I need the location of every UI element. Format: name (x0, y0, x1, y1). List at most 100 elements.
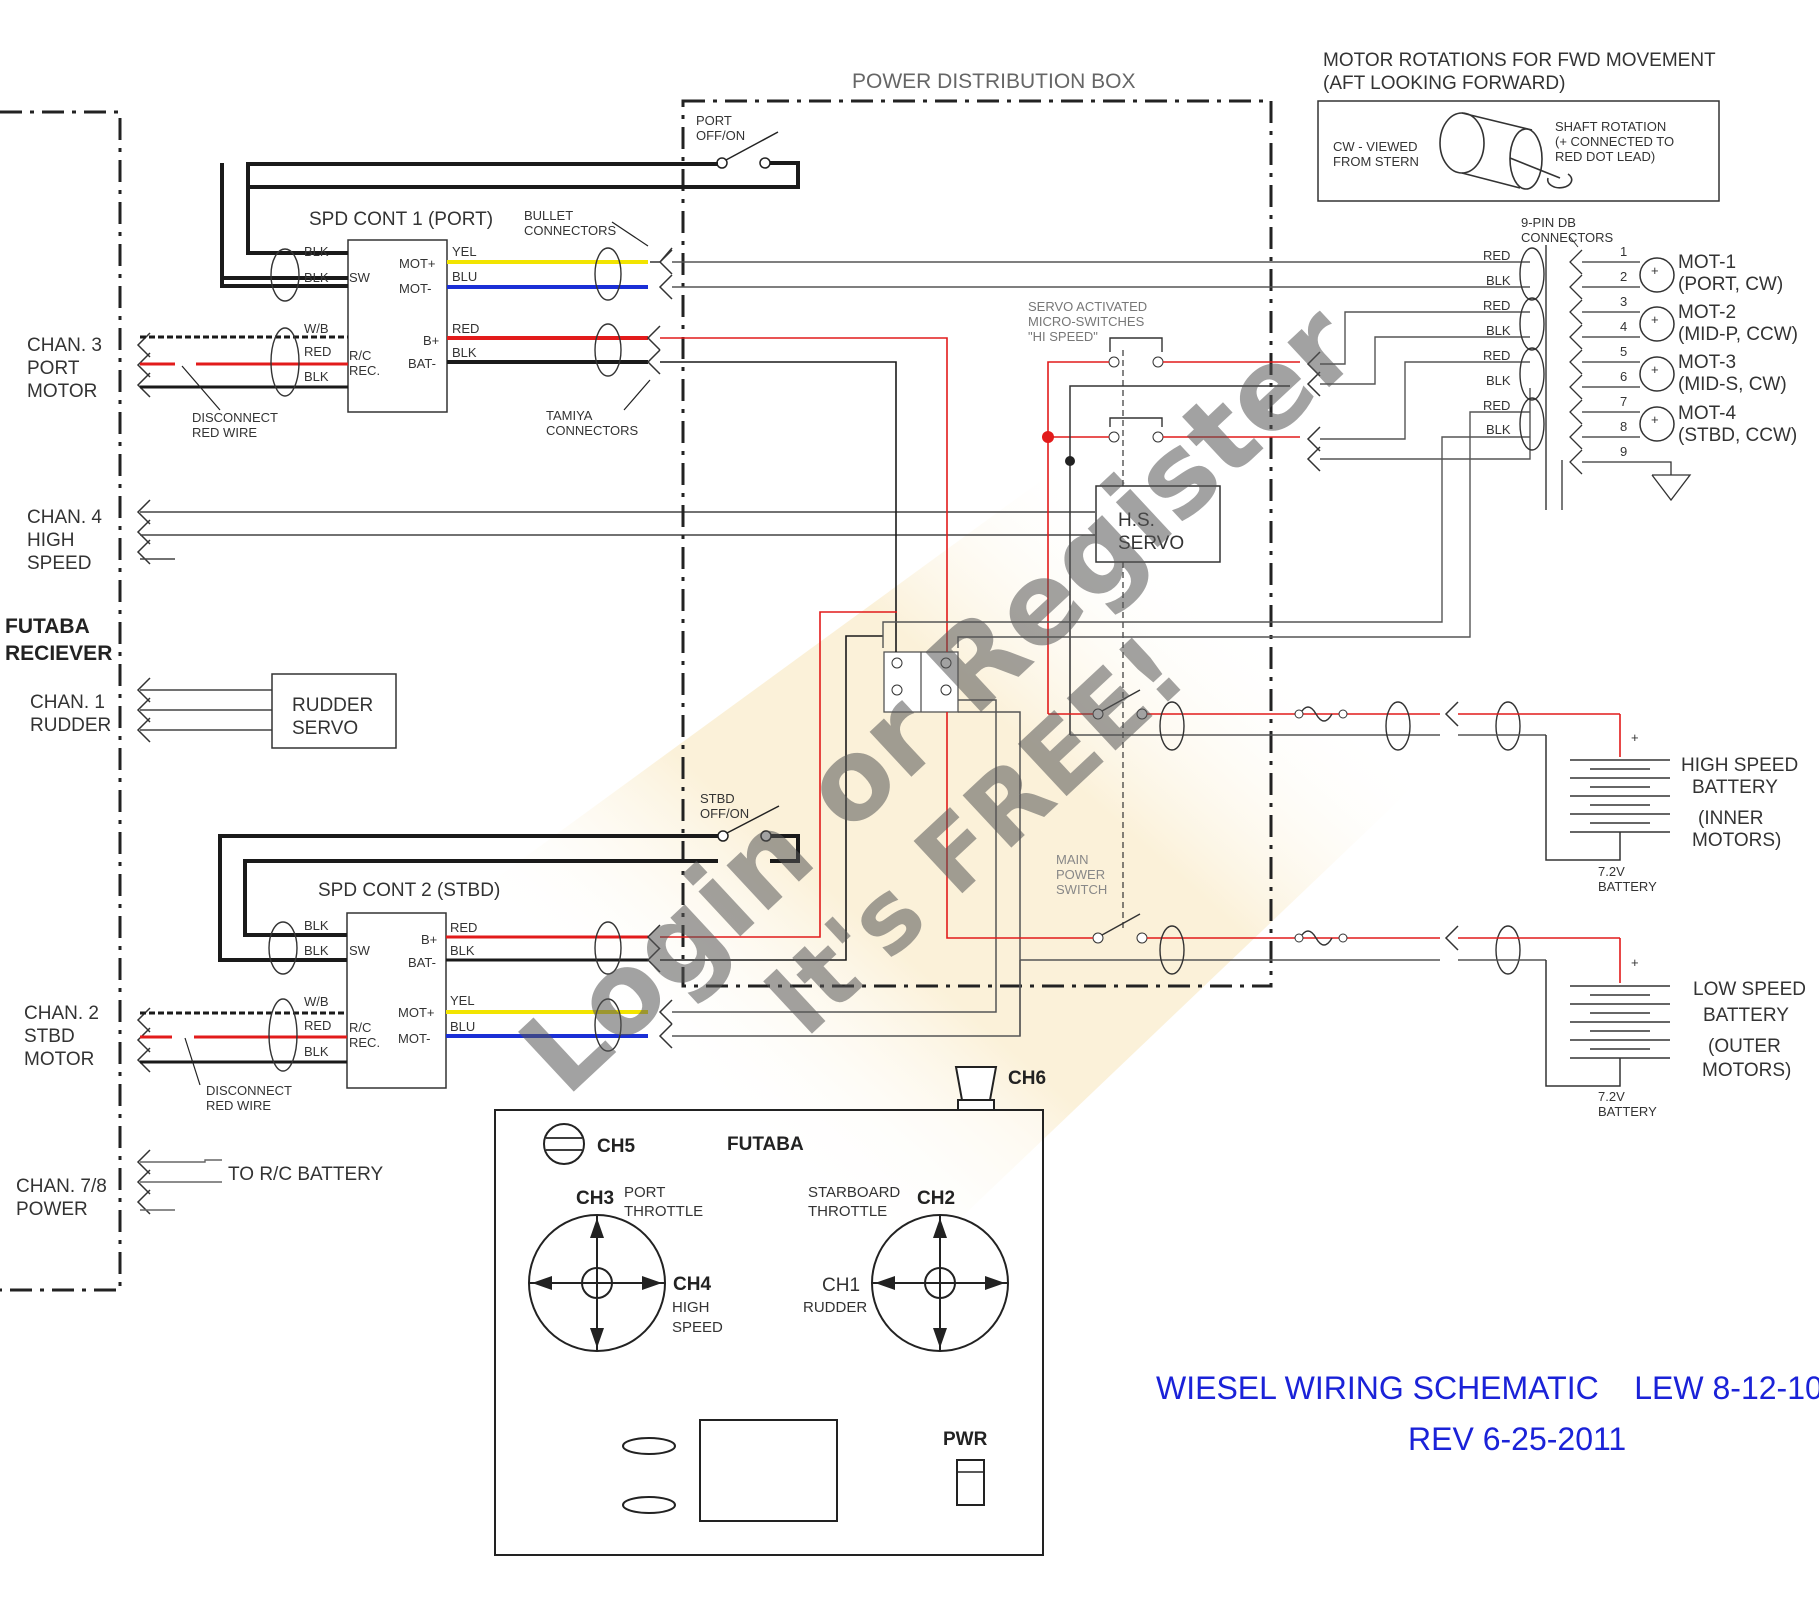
internal-wiring (660, 261, 1620, 1037)
left-stick-gimbal (528, 1214, 666, 1352)
spd2-wire-yel: YEL (450, 993, 475, 1008)
chan2-label-2: STBD (24, 1026, 75, 1047)
motor-1: + MOT-1 (PORT, CW) (1639, 252, 1783, 295)
hs-servo-label-2: SERVO (1118, 533, 1184, 554)
high-speed-2: SPEED (672, 1319, 723, 1336)
chan1-wires (140, 689, 272, 731)
trim-switch-2 (622, 1496, 676, 1514)
db-wire-color-3: RED (1483, 298, 1510, 313)
spd2-b-plus: B+ (421, 932, 437, 947)
spd2-rec: REC. (349, 1035, 380, 1050)
chan2-label-1: CHAN. 2 (24, 1003, 99, 1024)
chan3-label-3: MOTOR (27, 381, 97, 402)
db-pin-1: 1 (1620, 244, 1627, 259)
chan4-wires (140, 511, 1095, 560)
spd2-pin-3: W/B (304, 994, 329, 1009)
chan78-wires (140, 1159, 222, 1211)
futaba-receiver: FUTABA RECIEVER CHAN. 3 PORT MOTOR CHAN.… (0, 110, 1095, 1292)
low-battery-volt-1: 7.2V (1598, 1089, 1625, 1104)
db-wire-color-8: BLK (1486, 422, 1511, 437)
db-pin-7: 7 (1620, 394, 1627, 409)
micro-switch-label-3: "HI SPEED" (1028, 329, 1098, 344)
db-wire-color-7: RED (1483, 398, 1510, 413)
db-pin-3: 3 (1620, 294, 1627, 309)
ch4-label: CH4 (673, 1274, 711, 1295)
high-battery-label-1: HIGH SPEED (1681, 755, 1798, 776)
port-switch-label-1: PORT (696, 113, 732, 128)
distribution-box-title: POWER DISTRIBUTION BOX (852, 70, 1136, 93)
shaft-rotation-3: RED DOT LEAD) (1555, 149, 1655, 164)
micro-switch-label-1: SERVO ACTIVATED (1028, 299, 1147, 314)
spd1-rec: REC. (349, 363, 380, 378)
db-pin-9: 9 (1620, 444, 1627, 459)
speed-controller-2: SPD CONT 2 (STBD) BLK BLK W/B RED BLK SW… (140, 834, 800, 1113)
high-battery-volt-2: BATTERY (1598, 879, 1657, 894)
shaft-rotation-1: SHAFT ROTATION (1555, 119, 1666, 134)
db-connector: 9-PIN DB CONNECTORS RED BLK RED BLK RED … (1483, 215, 1692, 510)
svg-text:+: + (1651, 362, 1659, 377)
chan2-label-3: MOTOR (24, 1049, 94, 1070)
db-wire-colors: RED BLK RED BLK RED BLK RED BLK (1483, 248, 1511, 437)
chan78-label-1: CHAN. 7/8 (16, 1176, 107, 1197)
shaft-rotation-2: (+ CONNECTED TO (1555, 134, 1674, 149)
cw-viewed-1: CW - VIEWED (1333, 139, 1418, 154)
motor-4-desc: (STBD, CCW) (1678, 425, 1797, 446)
receiver-title-1: FUTABA (5, 615, 90, 638)
trim-switch-1 (622, 1437, 676, 1455)
db-label-2: CONNECTORS (1521, 230, 1614, 245)
ch3-label: CH3 (576, 1188, 614, 1209)
db-wire-color-4: BLK (1486, 323, 1511, 338)
hs-servo-label-1: H.S. (1118, 510, 1155, 531)
ch5-label: CH5 (597, 1136, 635, 1157)
rudder-servo-label-1: RUDDER (292, 695, 373, 716)
db-pin-2: 2 (1620, 269, 1627, 284)
low-battery-label-4: MOTORS) (1702, 1060, 1791, 1081)
cw-viewed-2: FROM STERN (1333, 154, 1419, 169)
rudder-label: RUDDER (803, 1299, 867, 1316)
chan3-label-1: CHAN. 3 (27, 335, 102, 356)
right-stick-gimbal (871, 1214, 1009, 1352)
spd1-b-plus: B+ (423, 333, 439, 348)
spd1-bat-minus: BAT- (408, 356, 436, 371)
chan4-label-3: SPEED (27, 553, 91, 574)
spd1-pin-2: BLK (304, 270, 329, 285)
chan3-label-2: PORT (27, 358, 80, 379)
port-switch (716, 131, 779, 169)
hs-servo-box (1095, 485, 1221, 563)
rudder-servo-box (271, 673, 397, 749)
db-pin-8: 8 (1620, 419, 1627, 434)
low-speed-battery: + 7.2V BATTERY LOW SPEED BATTERY (OUTER … (1545, 938, 1806, 1119)
speed-controller-1: SPD CONT 1 (PORT) BLK BLK W/B RED BLK SW… (140, 161, 800, 440)
micro-switch-label-2: MICRO-SWITCHES (1028, 314, 1145, 329)
low-battery-plus: + (1631, 955, 1639, 970)
motor-rotation-note: MOTOR ROTATIONS FOR FWD MOVEMENT (AFT LO… (1317, 50, 1720, 202)
spd2-title: SPD CONT 2 (STBD) (318, 880, 500, 901)
to-rc-battery-label: TO R/C BATTERY (228, 1164, 384, 1185)
stbd-switch-label-1: STBD (700, 791, 735, 806)
spd2-mot-minus: MOT- (398, 1031, 431, 1046)
motor-2-desc: (MID-P, CCW) (1678, 324, 1798, 345)
port-throttle-1: PORT (624, 1184, 665, 1201)
spd2-rc: R/C (349, 1020, 371, 1035)
spd2-pin-2: BLK (304, 943, 329, 958)
power-switch (956, 1459, 985, 1506)
spd2-mot-plus: MOT+ (398, 1005, 434, 1020)
low-battery-label-2: BATTERY (1703, 1005, 1789, 1026)
spd1-mot-minus: MOT- (399, 281, 432, 296)
high-speed-battery: + 7.2V BATTERY HIGH SPEED BATTERY (INNER… (1545, 714, 1798, 894)
chan78-label-2: POWER (16, 1199, 88, 1220)
stbd-switch-label-2: OFF/ON (700, 806, 749, 821)
high-battery-label-4: MOTORS) (1692, 830, 1781, 851)
motors: + MOT-1 (PORT, CW) + MOT-2 (MID-P, CCW) … (1639, 252, 1798, 446)
motor-4: + MOT-4 (STBD, CCW) (1639, 403, 1797, 446)
motor-2: + MOT-2 (MID-P, CCW) (1639, 302, 1798, 345)
starboard-throttle-1: STARBOARD (808, 1184, 900, 1201)
main-power-label-3: SWITCH (1056, 882, 1107, 897)
main-power-label-2: POWER (1056, 867, 1105, 882)
motor-4-name: MOT-4 (1678, 403, 1736, 424)
spd2-pin-1: BLK (304, 918, 329, 933)
spd2-pin-4: RED (304, 1018, 331, 1033)
motor-3-desc: (MID-S, CW) (1678, 374, 1787, 395)
chan4-label-2: HIGH (27, 530, 75, 551)
